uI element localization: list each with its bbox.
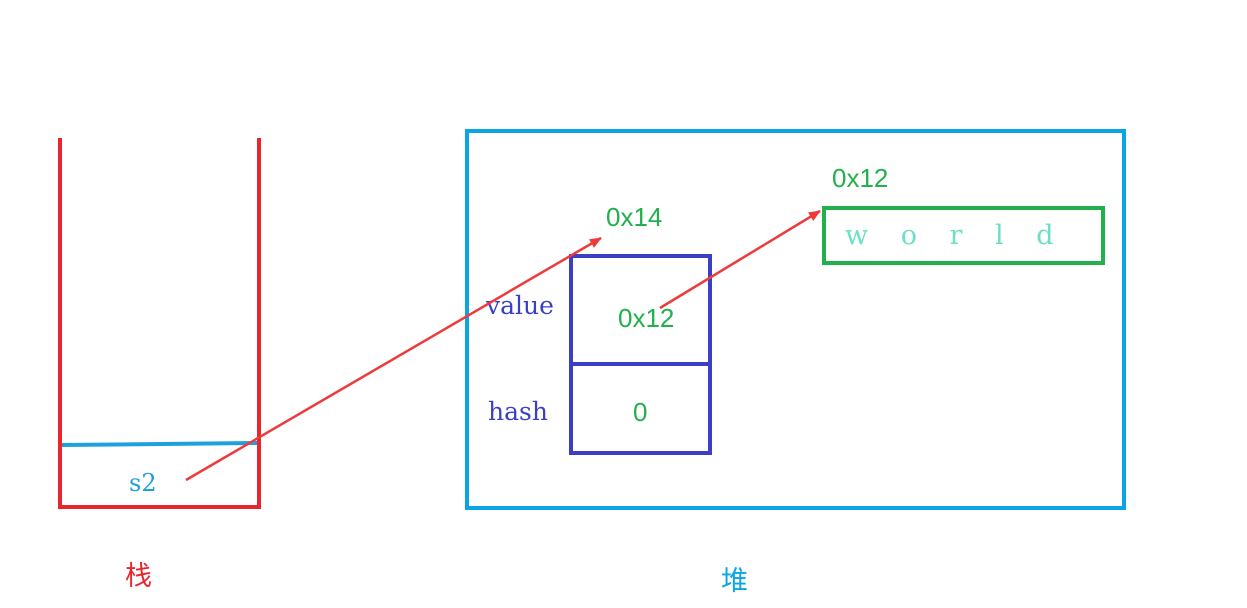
string-object-hash-cell	[569, 362, 712, 455]
value-field-label: value	[485, 291, 554, 320]
heap-label: 堆	[721, 566, 748, 596]
value-field-content: 0x12	[618, 303, 674, 333]
char-array-box	[822, 206, 1105, 265]
pointer-arrow-s2-to-string	[185, 236, 602, 482]
heap-region: 堆 0x14 value 0x12 hash 0 0x12 w o r l d	[465, 129, 1126, 596]
char-array-address: 0x12	[832, 163, 888, 193]
hash-field-content: 0	[633, 397, 647, 427]
hash-field-label: hash	[488, 397, 548, 426]
stack-container	[58, 138, 261, 509]
pointer-arrow-value-to-chararray	[659, 209, 821, 310]
string-object-address: 0x14	[606, 202, 662, 232]
stack-slot-divider	[61, 441, 258, 447]
stack-region: s2 栈	[58, 138, 261, 591]
heap-container	[465, 129, 1126, 510]
stack-variable-s2: s2	[129, 469, 157, 497]
char-array-content: w o r l d	[845, 220, 1066, 251]
stack-label: 栈	[125, 561, 152, 591]
